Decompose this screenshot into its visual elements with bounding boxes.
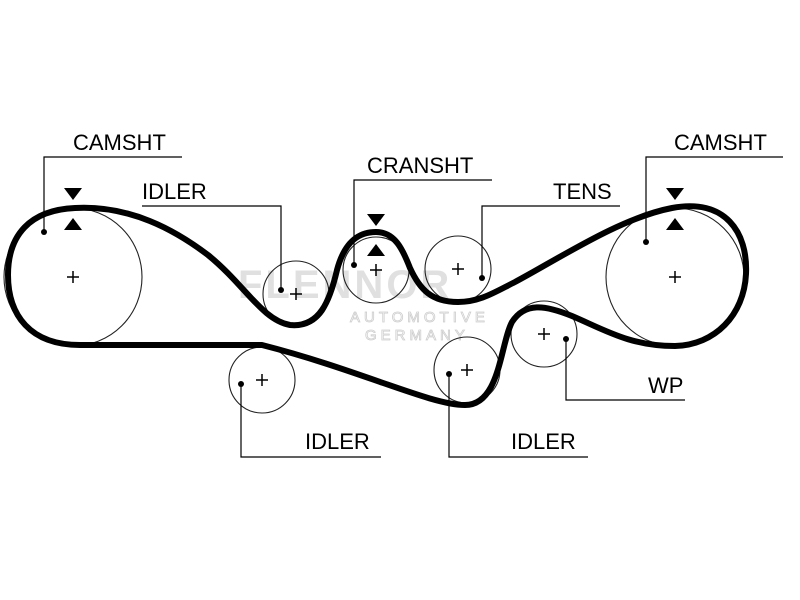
water-pump-pulley <box>510 300 578 368</box>
leader-idler-lower-left <box>240 384 381 458</box>
label-crankshaft: CRANSHT <box>367 153 473 178</box>
label-camshaft-right: CAMSHT <box>674 130 767 155</box>
timing-belt <box>5 203 750 408</box>
timing-marks <box>64 188 684 256</box>
timing-mark-camshaft-left <box>64 188 82 230</box>
timing-mark-camshaft-right <box>666 188 684 230</box>
leader-camshaft-left <box>43 156 182 232</box>
label-water-pump: WP <box>648 373 683 398</box>
leader-water-pump <box>565 339 685 401</box>
leader-lines <box>41 156 783 458</box>
idler-lower-left-pulley <box>228 346 296 414</box>
label-idler-upper: IDLER <box>142 179 207 204</box>
leader-idler-upper <box>142 205 282 290</box>
leader-camshaft-right <box>645 156 783 242</box>
leader-idler-lower-right <box>448 374 588 458</box>
label-tensioner: TENS <box>553 179 612 204</box>
label-idler-lower-right: IDLER <box>511 429 576 454</box>
watermark-line1: AUTOMOTIVE <box>350 309 489 326</box>
leader-tensioner <box>481 205 620 278</box>
label-idler-lower-left: IDLER <box>305 429 370 454</box>
label-camshaft-left: CAMSHT <box>73 130 166 155</box>
leader-crankshaft <box>353 179 492 265</box>
labels: CAMSHT IDLER CRANSHT TENS CAMSHT WP IDLE… <box>73 130 767 454</box>
watermark-line2: GERMANY <box>365 327 469 344</box>
timing-mark-crankshaft <box>367 214 385 256</box>
